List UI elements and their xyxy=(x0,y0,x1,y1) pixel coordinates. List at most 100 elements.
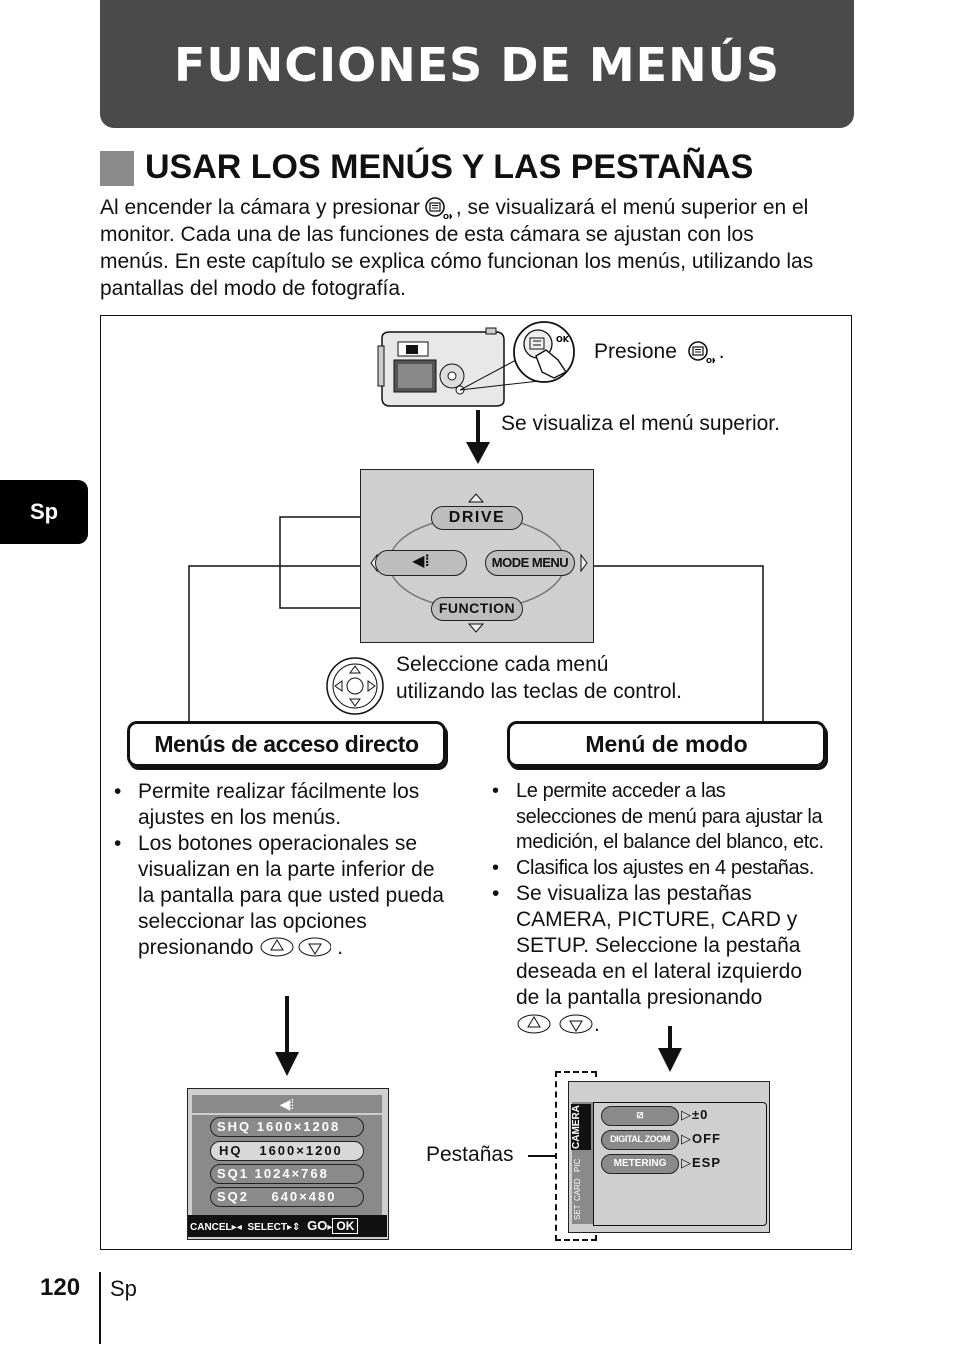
arrow-down-icon xyxy=(658,1026,682,1072)
bullet-item: Clasifica los ajustes en 4 pestañas. xyxy=(492,856,847,882)
quality-menu-screen: ◀⁞ SHQ 1600×1208 HQ 1600×1200 SQ1 1024×7… xyxy=(187,1088,389,1240)
quality-code: SQ2 xyxy=(217,1189,250,1204)
select-line: Seleccione cada menú xyxy=(396,653,609,676)
bullet-line: Permite realizar fácilmente los xyxy=(138,780,420,803)
bullet-line: SETUP. Seleccione la pestaña xyxy=(516,934,801,957)
tab-card[interactable]: CARD xyxy=(573,1178,582,1202)
section-marker xyxy=(100,151,134,186)
digital-zoom-value: ▷OFF xyxy=(681,1131,721,1146)
quality-resolution: 1024×768 xyxy=(254,1166,329,1181)
quality-resolution: 1600×1208 xyxy=(256,1119,341,1134)
chapter-title: FUNCIONES DE MENÚS xyxy=(173,38,781,92)
exposure-value: ▷±0 xyxy=(681,1107,709,1122)
exposure-compensation-icon: ⧄ xyxy=(636,1109,644,1121)
bullet-line: Se visualiza las pestañas xyxy=(516,882,752,905)
quality-code: SQ1 xyxy=(217,1166,250,1181)
metering-item[interactable]: METERING xyxy=(601,1154,679,1174)
exposure-value-text: ±0 xyxy=(692,1107,709,1122)
tabs-caption: Pestañas xyxy=(426,1143,514,1166)
bullet-item: Permite realizar fácilmente los ajustes … xyxy=(114,779,474,831)
quality-icon: ◀⁞ xyxy=(192,1095,382,1113)
quality-option[interactable]: SQ2 640×480 xyxy=(210,1187,364,1207)
intro-line: Al encender la cámara y presionar xyxy=(100,196,420,219)
exposure-item[interactable]: ⧄ xyxy=(601,1106,679,1126)
bullet-line: deseada en el lateral izquierdo xyxy=(516,960,803,983)
shortcut-menus-label: Menús de acceso directo xyxy=(127,721,446,767)
bullet-line: ajustes en los menús. xyxy=(138,806,342,829)
bullet-line: la pantalla para que usted pueda xyxy=(138,884,444,907)
metering-value-text: ESP xyxy=(692,1155,722,1170)
digital-zoom-value-text: OFF xyxy=(692,1131,721,1146)
bullet-item: Le permite acceder a las selecciones de … xyxy=(492,779,847,856)
quality-button-bar: CANCEL▸◂ SELECT▸⇕ GO▸OK xyxy=(188,1215,387,1237)
mode-menu-item[interactable]: MODE MENU xyxy=(485,550,575,576)
diagram-frame xyxy=(100,315,852,1250)
bullet-line: selecciones de menú para ajustar la xyxy=(516,805,823,828)
bullet-item: Los botones operacionales se visualizan … xyxy=(114,831,474,961)
svg-text:OK: OK xyxy=(443,213,452,220)
shortcut-menu-item[interactable]: ◀⁞ xyxy=(375,550,467,576)
up-down-buttons-icon xyxy=(517,1014,593,1034)
mode-bullets: Le permite acceder a las selecciones de … xyxy=(492,779,847,1038)
up-down-buttons-icon xyxy=(260,937,332,957)
svg-text:OK: OK xyxy=(556,335,570,344)
intro-line: pantallas del modo de fotografía. xyxy=(100,277,406,300)
mode-menu-label: Menú de modo xyxy=(507,721,826,767)
chapter-header-bar xyxy=(100,0,854,128)
metering-value: ▷ESP xyxy=(681,1155,722,1170)
press-dot: . xyxy=(718,340,725,363)
control-pad-icon xyxy=(326,657,384,715)
mode-menu-screen: CAMERA PIC CARD SET ⧄ ▷±0 DIGITAL ZOOM ▷… xyxy=(568,1081,770,1233)
bullet-line: Clasifica los ajustes en 4 pestañas. xyxy=(516,856,814,879)
digital-zoom-item[interactable]: DIGITAL ZOOM xyxy=(601,1130,679,1150)
bullet-line: CAMERA, PICTURE, CARD y xyxy=(516,908,798,931)
go-label: GO xyxy=(307,1218,328,1233)
intro-line: , se visualizará el menú superior en el xyxy=(455,196,809,219)
bullet-line: medición, el balance del blanco, etc. xyxy=(516,831,824,853)
footer-divider xyxy=(99,1272,101,1344)
svg-text:OK: OK xyxy=(706,357,715,364)
press-label: Presione xyxy=(594,340,677,363)
footer-language: Sp xyxy=(110,1276,137,1301)
arrow-down-icon xyxy=(466,410,490,464)
cancel-label: CANCEL xyxy=(190,1222,232,1233)
bullet-line: seleccionar las opciones xyxy=(138,910,367,933)
tab-setup[interactable]: SET xyxy=(573,1204,582,1220)
tab-camera[interactable]: CAMERA xyxy=(571,1104,591,1150)
bullet-item: Se visualiza las pestañas CAMERA, PICTUR… xyxy=(492,881,847,1038)
quality-code: HQ xyxy=(219,1143,243,1158)
quality-resolution: 640×480 xyxy=(271,1189,337,1204)
bullet-line: presionando xyxy=(138,936,254,959)
bullet-line: Le permite acceder a las xyxy=(516,780,726,802)
select-instruction: Seleccione cada menú utilizando las tecl… xyxy=(396,651,682,705)
quality-resolution: 1600×1200 xyxy=(259,1143,343,1158)
quality-option[interactable]: SQ1 1024×768 xyxy=(210,1164,364,1184)
quality-code: SHQ xyxy=(217,1119,252,1134)
quality-icon: ◀⁞ xyxy=(412,553,430,570)
drive-menu-item[interactable]: DRIVE xyxy=(431,506,523,530)
bullet-line: Los botones operacionales se xyxy=(138,832,418,855)
bullet-line: visualizan en la parte inferior de xyxy=(138,858,435,881)
language-side-tab: Sp xyxy=(0,480,88,544)
bullet-dot: . xyxy=(594,1013,600,1036)
select-line: utilizando las teclas de control. xyxy=(396,680,682,703)
top-menu-caption: Se visualiza el menú superior. xyxy=(501,412,780,435)
top-menu-screen: DRIVE ◀⁞ MODE MENU FUNCTION xyxy=(360,469,594,643)
press-instruction: Presione OK. xyxy=(594,338,725,365)
tabs-pointer-line xyxy=(528,1155,556,1157)
bullet-dot: . xyxy=(337,936,344,959)
select-label: SELECT xyxy=(247,1222,287,1233)
tab-picture[interactable]: PIC xyxy=(573,1158,582,1172)
arrow-down-icon xyxy=(275,996,299,1076)
connector-lines xyxy=(188,516,764,722)
bullet-line: de la pantalla presionando xyxy=(516,986,763,1009)
menu-ok-button-icon: OK xyxy=(425,197,452,220)
function-menu-item[interactable]: FUNCTION xyxy=(431,597,523,621)
ok-label: OK xyxy=(332,1218,359,1234)
menu-ok-button-icon: OK xyxy=(687,341,715,364)
quality-option-selected[interactable]: HQ 1600×1200 xyxy=(210,1141,364,1161)
intro-line: monitor. Cada una de las funciones de es… xyxy=(100,223,754,246)
camera-illustration: OK xyxy=(377,321,575,407)
quality-option[interactable]: SHQ 1600×1208 xyxy=(210,1117,364,1137)
